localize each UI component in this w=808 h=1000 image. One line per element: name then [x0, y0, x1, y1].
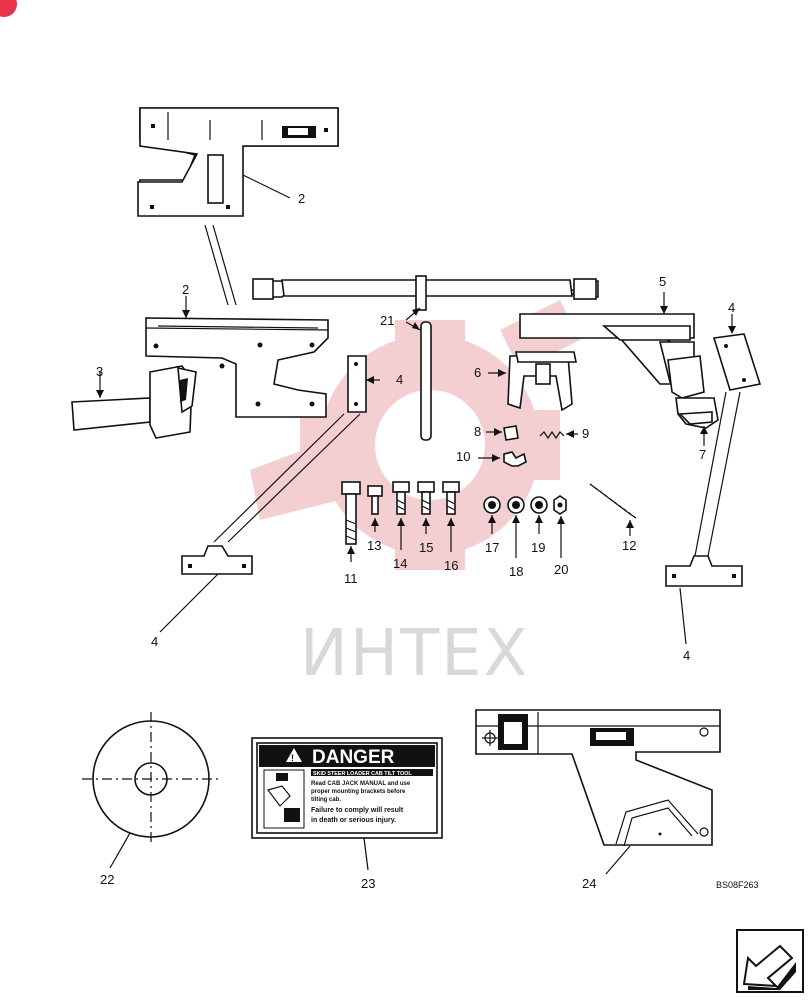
danger-decal-title: DANGER	[312, 747, 395, 768]
u-bracket-6	[488, 351, 577, 412]
nut-18	[507, 496, 525, 558]
danger-decal-line-1: SKID STEER LOADER CAB TILT TOOL	[313, 771, 412, 777]
plate-4-left	[213, 355, 380, 543]
danger-decal-line-6: in death or serious injury.	[311, 817, 396, 824]
callout-4-plate: 4	[396, 372, 403, 387]
callout-15: 15	[419, 540, 433, 555]
callout-10: 10	[456, 449, 470, 464]
nut-19	[530, 496, 548, 534]
danger-decal-23: ! DANGER SKID STEER LOADER CAB TILT TOOL…	[251, 737, 443, 871]
callout-21: 21	[380, 313, 394, 328]
danger-decal-line-4: tilting cab.	[311, 797, 341, 803]
bolt-13	[367, 485, 383, 532]
callout-23: 23	[361, 876, 375, 891]
callout-8: 8	[474, 424, 481, 439]
callout-17: 17	[485, 540, 499, 555]
handle-3	[71, 365, 197, 439]
callout-14: 14	[393, 556, 407, 571]
clip-7	[667, 355, 719, 446]
bracket-2-upper	[137, 107, 339, 306]
callout-20: 20	[554, 562, 568, 577]
plate-4-right	[694, 314, 762, 557]
nut-20	[553, 495, 567, 558]
callout-18: 18	[509, 564, 523, 579]
callout-12: 12	[622, 538, 636, 553]
navigation-arrow-icon[interactable]	[736, 929, 804, 993]
bracket-24	[475, 709, 721, 875]
disc-22	[82, 712, 220, 869]
watermark-text: ИНТЕХ	[300, 617, 529, 691]
callout-4-bottom-left: 4	[151, 634, 158, 649]
reference-code: BS08F263	[716, 880, 759, 890]
corner-badge-icon	[0, 0, 17, 17]
bracket-2-lower	[145, 296, 329, 418]
tie-bar	[252, 275, 599, 311]
callout-24: 24	[582, 876, 596, 891]
callout-4-right-plate: 4	[728, 300, 735, 315]
callout-22: 22	[100, 872, 114, 887]
callout-6: 6	[474, 365, 481, 380]
bracket-4-left	[159, 545, 253, 633]
svg-text:!: !	[291, 753, 294, 763]
callout-13: 13	[367, 538, 381, 553]
chain-12	[589, 483, 637, 536]
rod-21	[405, 307, 432, 441]
callout-7: 7	[699, 447, 706, 462]
bracket-4-right	[665, 555, 743, 645]
callout-3: 3	[96, 364, 103, 379]
danger-decal-line-3: proper mounting brackets before	[311, 789, 406, 795]
danger-decal-line-2: Read CAB JACK MANUAL and use	[311, 781, 411, 787]
callout-19: 19	[531, 540, 545, 555]
danger-decal-line-5: Failure to comply will result	[311, 807, 404, 814]
callout-11: 11	[344, 571, 358, 586]
bolt-16	[442, 481, 460, 552]
callout-9: 9	[582, 426, 589, 441]
callout-4-bottom-right: 4	[683, 648, 690, 663]
callout-2-upper: 2	[298, 191, 305, 206]
callout-5: 5	[659, 274, 666, 289]
callout-16: 16	[444, 558, 458, 573]
callout-2-lower: 2	[182, 282, 189, 297]
